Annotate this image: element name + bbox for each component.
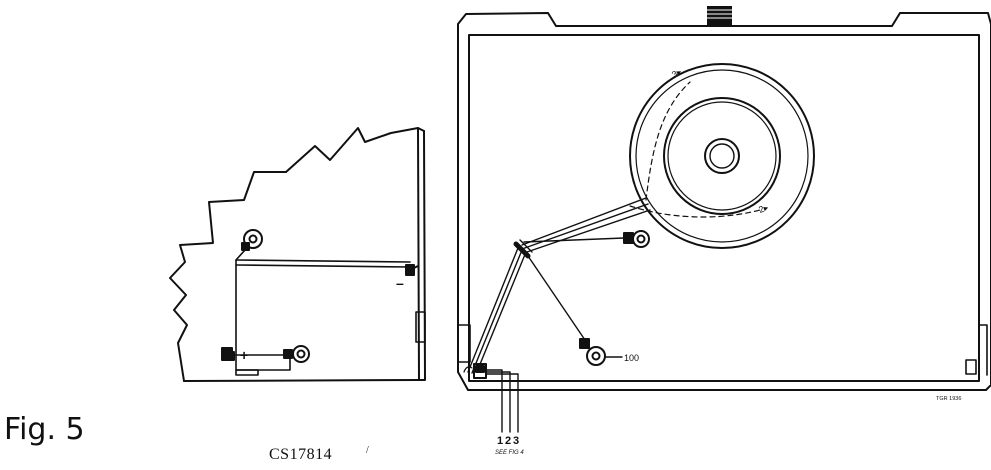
wire-label-3: 3 bbox=[513, 435, 519, 447]
plus-sign: + bbox=[240, 347, 248, 363]
figure-code-mark: / bbox=[366, 445, 369, 456]
housing-outline bbox=[457, 12, 991, 391]
left-bracket bbox=[458, 324, 471, 363]
left-panel-hinge bbox=[415, 311, 426, 343]
wire-note: SEE FIG 4 bbox=[495, 450, 524, 456]
left-assembly bbox=[169, 127, 426, 382]
positive-connector bbox=[221, 347, 235, 361]
reel-wire-path-lower bbox=[629, 205, 761, 218]
left-panel-bottom bbox=[183, 379, 420, 382]
wire-label-2: 2 bbox=[505, 435, 511, 447]
left-wire-bottom bbox=[231, 354, 291, 371]
reel bbox=[629, 63, 815, 249]
ring-terminal-100 bbox=[579, 338, 623, 366]
minus-sign: – bbox=[396, 275, 404, 291]
left-panel-outline bbox=[169, 127, 425, 382]
figure-ref-number: TGR 1936 bbox=[936, 396, 961, 402]
right-bracket bbox=[978, 324, 988, 376]
main-cable bbox=[467, 247, 527, 375]
right-assembly bbox=[457, 6, 991, 433]
ring-terminal-bottom bbox=[283, 345, 310, 363]
exit-wires bbox=[485, 369, 519, 433]
ring-terminal-right bbox=[623, 230, 650, 248]
wire-label-1: 1 bbox=[497, 435, 503, 447]
right-bottom-tab bbox=[965, 359, 977, 375]
reel-mark-2: 2▸ bbox=[757, 202, 770, 215]
callout-100: 100 bbox=[624, 353, 639, 363]
corner-junction bbox=[463, 363, 487, 379]
left-wire-top bbox=[235, 259, 411, 268]
housing-inner-frame bbox=[468, 34, 980, 382]
reel-wire-path-upper bbox=[645, 81, 691, 201]
figure-code: CS17814 bbox=[269, 446, 333, 463]
negative-connector bbox=[405, 264, 419, 276]
wire-to-ring-terminal bbox=[523, 237, 625, 243]
ring-terminal-top bbox=[241, 229, 263, 251]
top-knob bbox=[706, 6, 733, 26]
cable-to-terminal-100 bbox=[527, 255, 586, 341]
figure-label: Fig. 5 bbox=[4, 412, 85, 447]
